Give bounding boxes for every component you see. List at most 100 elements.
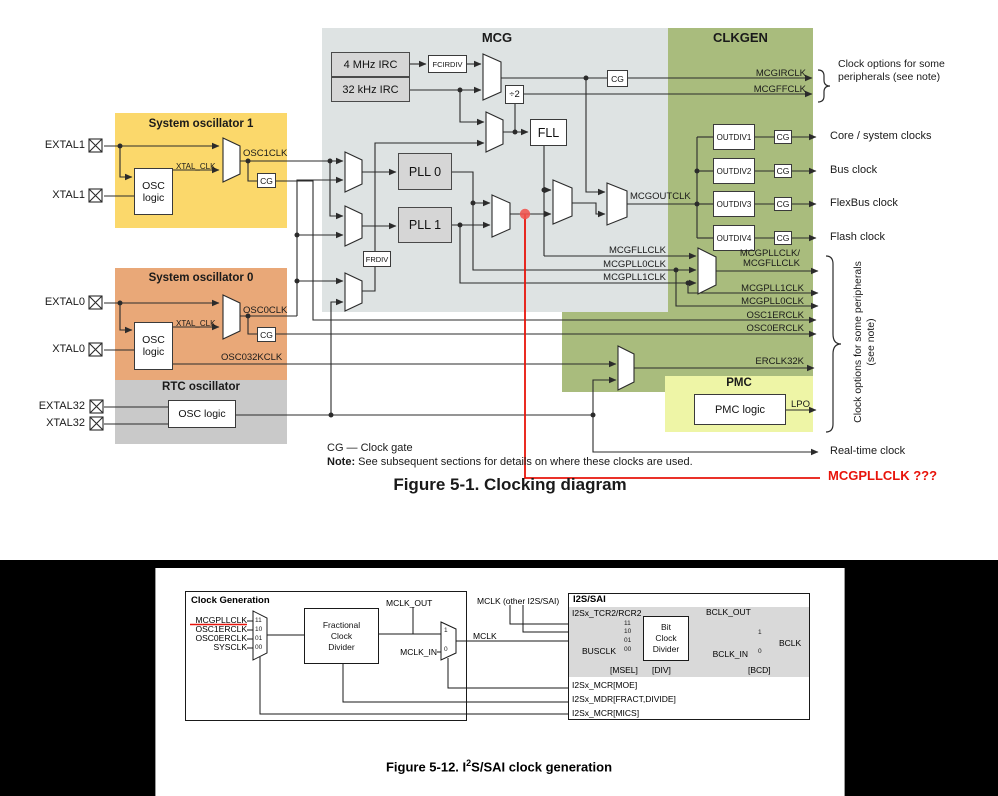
sysclk-input-label: SYSCLK xyxy=(213,642,247,652)
mcgpll0clk-label: MCGPLL0CLK xyxy=(603,259,666,270)
mclk-label: MCLK xyxy=(473,631,497,641)
bit-clock-divider-block: Bit Clock Divider xyxy=(643,616,689,661)
outmux2-sel-1: 1 xyxy=(758,629,762,636)
irc32-block: 32 kHz IRC xyxy=(331,77,410,102)
mclk-out-label: MCLK_OUT xyxy=(386,598,433,608)
i2smux-sel-00: 00 xyxy=(624,646,632,653)
sysosc0-title: System oscillator 0 xyxy=(148,272,254,284)
cg-gate-outdiv4: CG xyxy=(774,231,792,245)
inmux-sel-10: 10 xyxy=(255,626,263,633)
outmux1-sel-1: 1 xyxy=(444,627,448,634)
figure1-mux-shapes xyxy=(222,53,717,391)
cg-legend: CG — Clock gate xyxy=(327,442,413,454)
moe-signal-label: I2Sx_MCR[MOE] xyxy=(572,680,638,690)
osc1erclk-input-label: OSC1ERCLK xyxy=(195,624,248,634)
osc0erclk-label: OSC0ERCLK xyxy=(746,323,804,334)
figure2-caption-post: S/SAI clock generation xyxy=(471,759,613,775)
figure1-junction-dots xyxy=(117,75,700,418)
bcd-label: [BCD] xyxy=(748,665,771,675)
mcg-title: MCG xyxy=(481,30,513,45)
xtal0-pin-label: XTAL0 xyxy=(52,343,85,355)
cg-gate-osc1: CG xyxy=(257,173,276,188)
osc1-logic-block: OSC logic xyxy=(134,168,173,215)
outdiv4-block: OUTDIV4 xyxy=(713,225,755,251)
mcgoutclk-label: MCGOUTCLK xyxy=(630,191,691,202)
bclk-out-label: BCLK_OUT xyxy=(706,607,751,617)
flash-clock-label: Flash clock xyxy=(830,231,886,243)
erclk32k-label: ERCLK32K xyxy=(755,356,804,367)
cg-gate-mcg: CG xyxy=(607,70,628,87)
mclk-in-label: MCLK_IN xyxy=(400,647,437,657)
cg-gate-outdiv3: CG xyxy=(774,197,792,211)
inmux-sel-01: 01 xyxy=(255,635,263,642)
rtc-title: RTC oscillator xyxy=(162,381,240,393)
osc1erclk-label: OSC1ERCLK xyxy=(746,310,804,321)
sysosc1-title: System oscillator 1 xyxy=(148,118,254,130)
red-annotation-line xyxy=(519,208,820,479)
xtal-clk1-label: XTAL_CLK xyxy=(176,162,216,171)
figure1-wires xyxy=(104,60,819,456)
clkgen-title: CLKGEN xyxy=(713,30,768,45)
cg-gate-outdiv2: CG xyxy=(774,164,792,178)
red-annotation-text: MCGPLLCLK ??? xyxy=(828,468,938,483)
cg-gate-outdiv1: CG xyxy=(774,130,792,144)
screenshot-white-window xyxy=(155,568,845,796)
mcgpll1clk-right-label: MCGPLL1CLK xyxy=(741,283,804,294)
mcgffclk-label: MCGFFCLK xyxy=(753,84,806,95)
pmc-title: PMC xyxy=(726,377,752,389)
mcgirclk-label: MCGIRCLK xyxy=(755,68,806,79)
fcirdiv-block: FCIRDIV xyxy=(428,55,467,73)
clock-generation-title: Clock Generation xyxy=(191,595,270,606)
inmux-sel-00: 00 xyxy=(255,644,263,651)
i2smux-sel-01: 01 xyxy=(624,637,632,644)
mclk-other-label: MCLK (other I2S/SAI) xyxy=(477,596,560,606)
mcgfllclk-label: MCGFLLCLK xyxy=(608,245,666,256)
note-label: Note: xyxy=(327,456,356,468)
xtal32-pin-label: XTAL32 xyxy=(46,417,85,429)
note-text: See subsequent sections for details on w… xyxy=(358,456,693,468)
tcr2-rcr2-label: I2Sx_TCR2/RCR2 xyxy=(572,608,642,618)
note-line: Note: See subsequent sections for detail… xyxy=(327,457,693,468)
mics-signal-label: I2Sx_MCR[MICS] xyxy=(572,708,640,718)
mcgpll0clk-right-label: MCGPLL0CLK xyxy=(741,296,804,307)
xtal1-pin-label: XTAL1 xyxy=(52,189,85,201)
outdiv2-block: OUTDIV2 xyxy=(713,158,755,184)
figure2-wires xyxy=(247,605,778,715)
pll1-block: PLL 1 xyxy=(398,207,452,243)
flexbus-clock-label: FlexBus clock xyxy=(830,197,898,209)
mcgpll1clk-label: MCGPLL1CLK xyxy=(603,272,666,283)
figure2-caption-sup: 2 xyxy=(466,758,472,768)
extal0-pin-label: EXTAL0 xyxy=(44,296,85,308)
fractional-divider-block: Fractional Clock Divider xyxy=(304,608,379,664)
i2s-sai-box xyxy=(568,593,810,720)
div-label: [DIV] xyxy=(652,665,671,675)
outdiv1-block: OUTDIV1 xyxy=(713,124,755,150)
osc0clk-label: OSC0CLK xyxy=(243,305,288,316)
inmux-sel-11: 11 xyxy=(255,617,262,624)
i2s-sai-title: I2S/SAI xyxy=(573,594,606,605)
osc032kclk-label: OSC032KCLK xyxy=(221,352,283,363)
rtc-osc-logic-block: OSC logic xyxy=(168,400,236,428)
bus-clock-label: Bus clock xyxy=(830,164,878,176)
fract-divide-signal-label: I2Sx_MDR[FRACT,DIVIDE] xyxy=(572,694,676,704)
frdiv-block: FRDIV xyxy=(363,251,391,267)
busclk-label: BUSCLK xyxy=(581,646,616,656)
fll-block: FLL xyxy=(530,119,567,146)
i2s-sai-gray-area xyxy=(569,607,809,677)
periph-options-side-label: Clock options for some peripherals (see … xyxy=(852,261,877,423)
osc0erclk-input-label: OSC0ERCLK xyxy=(195,633,248,643)
div2-block: ÷2 xyxy=(505,85,524,104)
core-clocks-label: Core / system clocks xyxy=(830,130,932,142)
i2smux-sel-11: 11 xyxy=(624,620,631,627)
figure1-braces xyxy=(817,69,842,433)
irc4-block: 4 MHz IRC xyxy=(331,52,410,77)
pmc-logic-block: PMC logic xyxy=(694,394,786,425)
lpo-label: LPO xyxy=(791,399,811,410)
figure2-caption: Figure 5-12. I2S/SAI clock generation xyxy=(155,758,843,775)
osc1clk-label: OSC1CLK xyxy=(243,148,288,159)
mcgpllclk-input-label: MCGPLLCLK xyxy=(195,615,248,625)
xtal-clk0-label: XTAL_CLK xyxy=(176,319,216,328)
clock-generation-box xyxy=(185,591,467,721)
bclk-in-label: BCLK_IN xyxy=(712,649,748,659)
outmux2-sel-0: 0 xyxy=(758,648,762,655)
